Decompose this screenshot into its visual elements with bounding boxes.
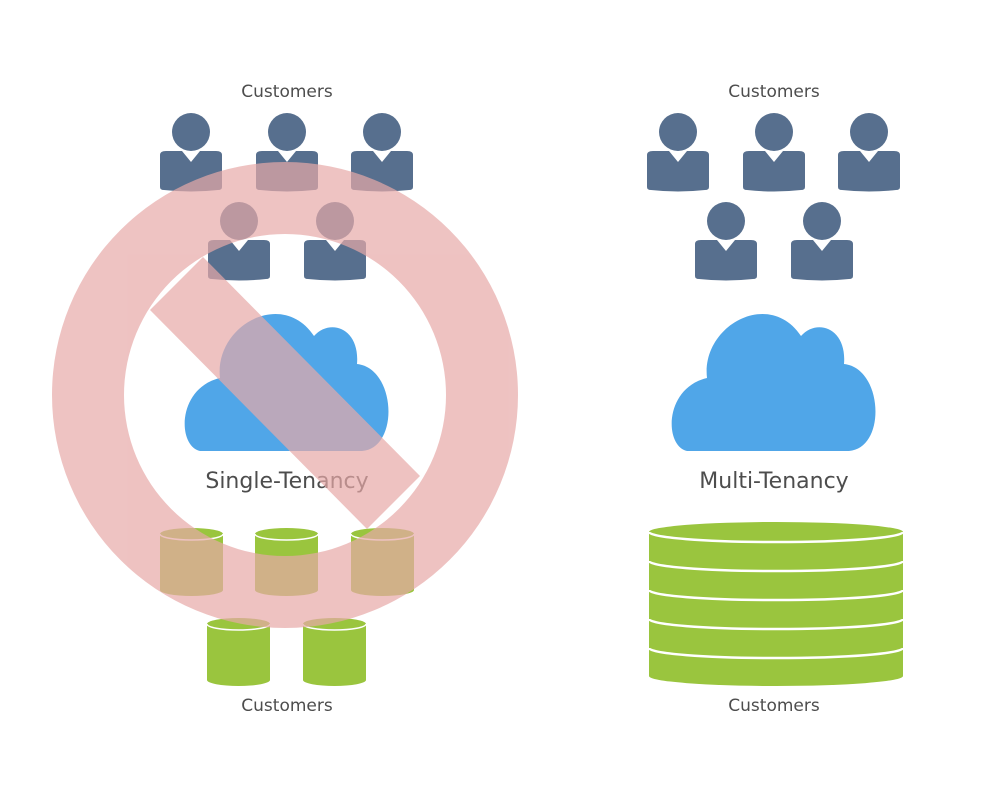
database-icon [206, 618, 271, 686]
stacked-database-icon [647, 522, 905, 686]
person-icon [838, 113, 900, 192]
prohibition-icon [52, 162, 518, 628]
cloud-icon [671, 313, 876, 451]
multi-tenancy-panel: Customers Multi-Tenancy Customers [647, 82, 905, 716]
single-top-customers-label: Customers [241, 82, 333, 102]
person-icon [791, 202, 853, 281]
multi-customer-group [647, 113, 900, 281]
single-bottom-customers-label: Customers [241, 696, 333, 716]
database-icon [302, 618, 367, 686]
person-icon [695, 202, 757, 281]
multi-tenancy-title: Multi-Tenancy [699, 469, 848, 494]
person-icon [647, 113, 709, 192]
single-tenancy-panel: Customers Single-Tenancy [52, 82, 518, 716]
person-icon [743, 113, 805, 192]
multi-bottom-customers-label: Customers [728, 696, 820, 716]
multi-top-customers-label: Customers [728, 82, 820, 102]
